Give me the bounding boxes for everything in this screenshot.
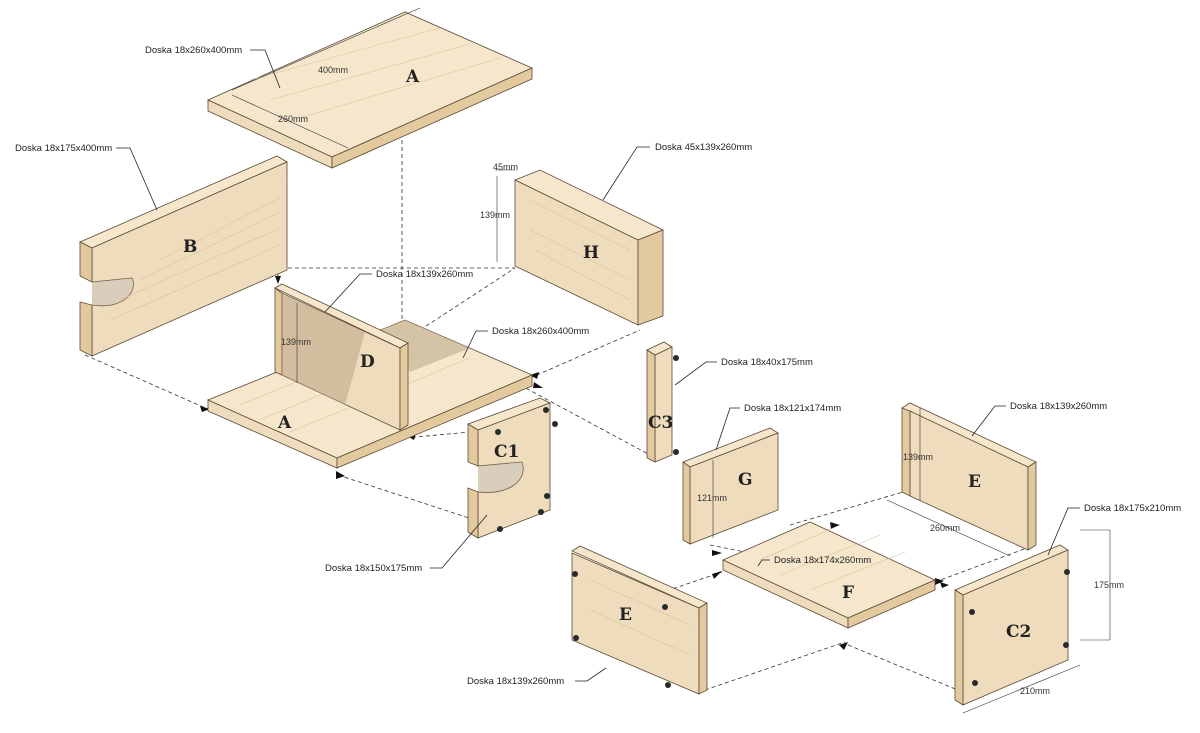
board-c3-letter: C3 bbox=[648, 413, 673, 433]
board-c1-letter: C1 bbox=[494, 442, 519, 462]
board-g-height: 121mm bbox=[697, 493, 727, 503]
callout-g: Doska 18x121x174mm bbox=[744, 403, 841, 414]
board-a-top-letter: A bbox=[405, 67, 420, 87]
board-c2-width: 210mm bbox=[1020, 686, 1050, 696]
board-c2-height: 175mm bbox=[1094, 580, 1124, 590]
leader-g bbox=[715, 407, 740, 451]
callout-c1: Doska 18x150x175mm bbox=[325, 563, 422, 574]
board-c1: C1 bbox=[467, 397, 558, 539]
leader-a-bottom bbox=[462, 330, 488, 359]
board-a-top-width: 260mm bbox=[278, 114, 308, 124]
board-a-bottom-letter: A bbox=[277, 413, 292, 433]
callout-c2: Doska 18x175x210mm bbox=[1084, 503, 1181, 514]
board-d-letter: D bbox=[360, 352, 375, 372]
board-f-letter: F bbox=[842, 583, 854, 603]
callout-e-right: Doska 18x139x260mm bbox=[1010, 401, 1107, 412]
assembly-guides bbox=[84, 140, 1036, 696]
leader-h bbox=[602, 146, 650, 201]
board-e-right-height: 139mm bbox=[903, 452, 933, 462]
callout-a-top: Doska 18x260x400mm bbox=[145, 45, 242, 56]
board-h-letter: H bbox=[583, 243, 599, 263]
board-b-letter: B bbox=[183, 237, 197, 257]
callout-a-bottom: Doska 18x260x400mm bbox=[492, 326, 589, 337]
leader-a-top bbox=[250, 49, 281, 89]
leader-b bbox=[116, 147, 158, 211]
board-e-left: E bbox=[571, 545, 708, 695]
board-g: G 121mm bbox=[682, 427, 779, 545]
board-e-left-letter: E bbox=[619, 605, 632, 625]
board-c2-letter: C2 bbox=[1006, 622, 1031, 642]
callout-d: Doska 18x139x260mm bbox=[376, 269, 473, 280]
leader-c2 bbox=[1047, 507, 1080, 556]
board-c3: C3 bbox=[646, 341, 679, 463]
leader-c1 bbox=[430, 514, 488, 569]
callout-e-left: Doska 18x139x260mm bbox=[467, 676, 564, 687]
board-e-right: E 139mm 260mm bbox=[886, 402, 1037, 557]
board-d-height: 139mm bbox=[281, 337, 311, 347]
callout-f: Doska 18x174x260mm bbox=[774, 555, 871, 566]
leader-e-right bbox=[971, 405, 1006, 437]
board-e-right-length: 260mm bbox=[930, 523, 960, 533]
callout-c3: Doska 18x40x175mm bbox=[721, 357, 813, 368]
board-d: D 139mm bbox=[274, 283, 409, 431]
board-f: F bbox=[722, 521, 936, 629]
leader-c3 bbox=[674, 361, 717, 386]
leader-d bbox=[324, 273, 372, 313]
leader-f bbox=[757, 559, 770, 567]
board-a-top: A 400mm 260mm bbox=[207, 7, 533, 169]
board-h-height: 139mm bbox=[480, 210, 510, 220]
callout-b: Doska 18x175x400mm bbox=[15, 143, 112, 154]
callout-h: Doska 45x139x260mm bbox=[655, 142, 752, 153]
board-e-right-letter: E bbox=[968, 472, 981, 492]
board-a-top-length: 400mm bbox=[318, 65, 348, 75]
board-h-thickness: 45mm bbox=[493, 162, 518, 172]
board-b: B bbox=[79, 155, 288, 357]
board-g-letter: G bbox=[738, 470, 753, 490]
board-h: H 45mm 139mm bbox=[480, 162, 664, 326]
leader-e-left bbox=[575, 667, 607, 682]
board-c2: C2 175mm 210mm bbox=[954, 529, 1124, 714]
